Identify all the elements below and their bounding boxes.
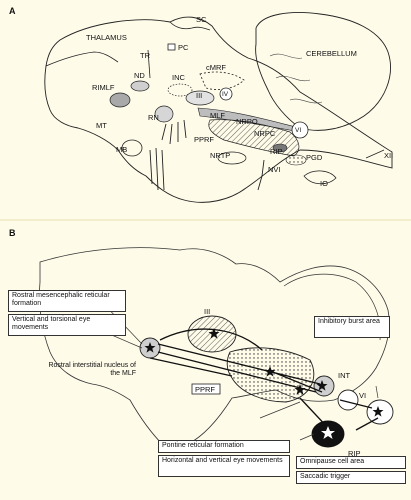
opn-box-sub: Saccadic trigger <box>300 473 351 480</box>
panel-a-rn-nucleus <box>154 105 174 123</box>
prf-box-sub: Horizontal and vertical eye movements <box>162 457 283 464</box>
panel-a-inc-nucleus <box>167 83 193 97</box>
panel-a-cmrf-region <box>199 71 245 90</box>
panel-b-letter: B <box>9 228 16 238</box>
label-thalamus: THALAMUS <box>86 33 127 42</box>
label-vi: VI <box>295 127 301 134</box>
panel-a-mb <box>121 139 143 157</box>
label-nd: ND <box>134 71 145 80</box>
label-nvi: NVI <box>268 165 281 174</box>
panel-a-pgd-nucleus <box>285 154 307 166</box>
label-xii: XII <box>384 151 393 160</box>
rimlf-caption: Rostral interstitial nucleus of the MLF <box>48 362 136 377</box>
panel-a-pc-marker <box>167 43 176 51</box>
label-b-iii: III <box>204 307 210 316</box>
panel-a-rip-nucleus <box>272 143 288 153</box>
label-pc: PC <box>178 43 189 52</box>
panel-a-vi-nucleus <box>291 121 309 139</box>
panel-a-xii-nerve <box>365 149 385 159</box>
panel-a-rimlf-nucleus <box>109 92 131 108</box>
opn-box-title: Omnipause cell area <box>300 458 365 465</box>
label-rn: RN <box>148 113 159 122</box>
label-io: IO <box>320 179 328 188</box>
opn-function-box: Saccadic trigger <box>296 471 406 484</box>
panel-b-vi-nucleus <box>337 389 359 411</box>
label-rimlf: RIMLF <box>92 83 115 92</box>
panel-a-nd-nucleus <box>130 80 150 92</box>
label-iv: IV <box>222 91 229 98</box>
label-mb: MB <box>116 145 127 154</box>
label-nrpc: NRPC <box>254 129 276 138</box>
label-pprf: PPRF <box>194 135 214 144</box>
mrf-box-title: Rostral mesencephalic reticular formatio… <box>12 292 110 307</box>
panel-b-brain-outline <box>39 247 390 447</box>
panel-a-cerebellum-outline <box>255 12 391 131</box>
label-nrpo: NRPO <box>236 117 258 126</box>
label-b-int: INT <box>338 371 351 380</box>
panel-b-pprf-region <box>226 347 315 403</box>
panel-a-letter: A <box>9 6 16 16</box>
ibn-box-label: Inhibitory burst area <box>318 318 380 325</box>
panel-b-neuron-stars <box>144 328 384 417</box>
label-iii: III <box>196 91 202 100</box>
prf-function-box: Horizontal and vertical eye movements <box>158 455 290 477</box>
label-inc: INC <box>172 73 186 82</box>
panel-a-nvi-nerve <box>257 159 265 191</box>
pprf-label-box <box>191 383 221 395</box>
panel-a-tr-tract <box>147 49 151 79</box>
opn-box: Omnipause cell area <box>296 456 406 469</box>
panel-a-iv-nucleus <box>219 87 233 101</box>
prf-box-title: Pontine reticular formation <box>162 442 244 449</box>
mrf-box: Rostral mesencephalic reticular formatio… <box>8 290 126 312</box>
label-b-pprf: PPRF <box>195 385 215 394</box>
panel-b-rip-star <box>321 426 335 439</box>
label-nrtp: NRTP <box>210 151 230 160</box>
panel-a-thalamus-curve <box>45 51 119 67</box>
panel-a-sc-outline <box>169 21 211 31</box>
panel-b-pathway-lines <box>149 328 379 431</box>
ibn-box: Inhibitory burst area <box>314 316 390 338</box>
label-mt: MT <box>96 121 107 130</box>
label-b-rip: RIP <box>348 449 361 458</box>
label-b-vi: VI <box>359 391 366 400</box>
panel-a-peduncle <box>149 147 165 191</box>
label-mlf: MLF <box>210 111 225 120</box>
mrf-box-sub: Vertical and torsional eye movements <box>12 316 91 331</box>
panel-a-nrtp-nucleus <box>217 151 247 165</box>
panel-a-iii-nucleus <box>185 90 215 106</box>
label-cerebellum: CEREBELLUM <box>306 49 357 58</box>
panel-a-oculomotor-rootlets <box>161 119 187 145</box>
panel-a-io-nucleus <box>303 170 337 185</box>
label-cmrf: cMRF <box>206 63 226 72</box>
mrf-function-box: Vertical and torsional eye movements <box>8 314 126 336</box>
panel-a-cerebellum-folia <box>269 53 323 104</box>
label-pgd: PGD <box>306 153 323 162</box>
label-tr: TR <box>140 51 151 60</box>
label-sc: SC <box>196 15 207 24</box>
label-rip: RIP <box>270 147 283 156</box>
panel-a-brainstem-outline <box>44 16 393 203</box>
prf-box: Pontine reticular formation <box>158 440 290 453</box>
